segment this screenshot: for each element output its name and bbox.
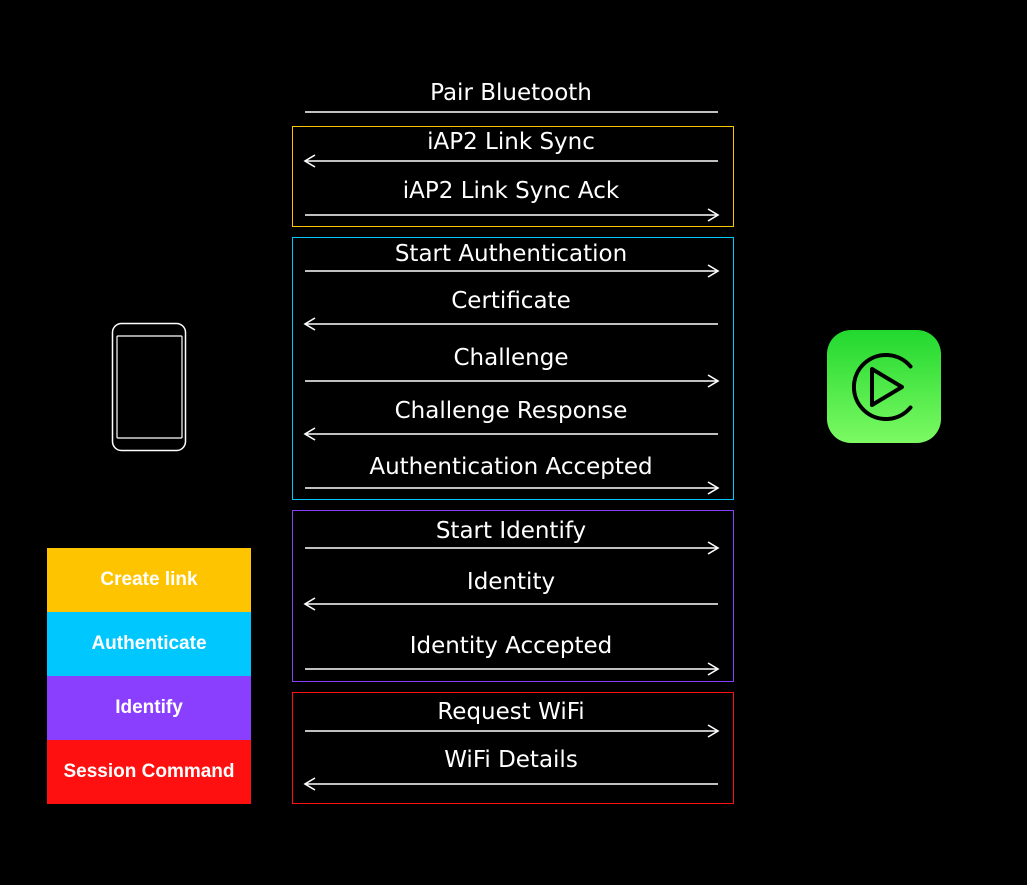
legend-identify: Identify [47, 676, 251, 740]
message-label-identity-accepted: Identity Accepted [409, 633, 613, 659]
legend-session-command: Session Command [47, 740, 251, 804]
group-authenticate [292, 237, 734, 500]
message-label-iap2-link-sync-ack: iAP2 Link Sync Ack [402, 178, 620, 204]
message-label-authentication-accepted: Authentication Accepted [369, 454, 653, 480]
legend-authenticate: Authenticate [47, 612, 251, 676]
group-identify [292, 510, 734, 682]
message-label-challenge: Challenge [453, 345, 569, 371]
group-create-link [292, 126, 734, 227]
group-session-command [292, 692, 734, 804]
message-label-identity: Identity [466, 569, 556, 595]
message-label-start-identify: Start Identify [435, 518, 587, 544]
message-label-request-wifi: Request WiFi [437, 699, 585, 725]
message-label-iap2-link-sync: iAP2 Link Sync [427, 129, 595, 155]
message-label-challenge-response: Challenge Response [394, 398, 628, 424]
message-label-certificate: Certificate [451, 288, 571, 314]
message-label-pair-bluetooth: Pair Bluetooth [430, 80, 592, 106]
message-label-start-authentication: Start Authentication [394, 241, 628, 267]
message-label-wifi-details: WiFi Details [444, 747, 578, 773]
legend-create-link: Create link [47, 548, 251, 612]
